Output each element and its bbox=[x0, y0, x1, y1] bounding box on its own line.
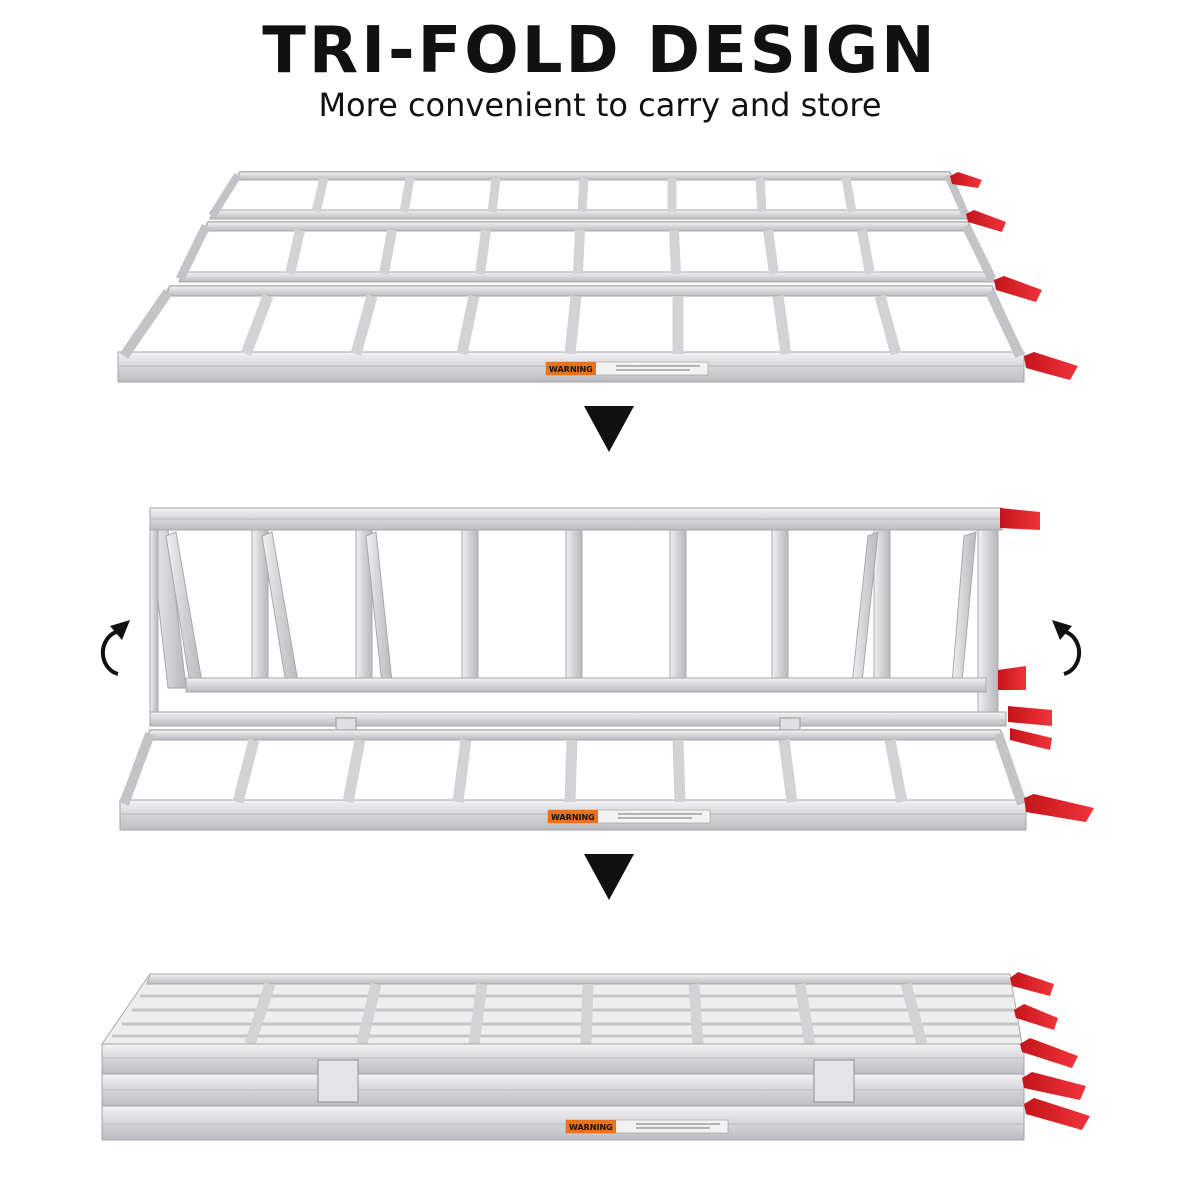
red-tab bbox=[1022, 1072, 1086, 1100]
red-tabs bbox=[950, 172, 1078, 380]
red-tab bbox=[998, 666, 1026, 690]
red-tab bbox=[1024, 794, 1094, 822]
warning-label: WARNING bbox=[565, 1119, 729, 1134]
warning-text: WARNING bbox=[551, 813, 595, 822]
page-subtitle: More convenient to carry and store bbox=[318, 86, 882, 124]
warning-label: WARNING bbox=[545, 361, 709, 376]
red-tab bbox=[1014, 1004, 1058, 1030]
rotate-counterclockwise-icon bbox=[100, 620, 130, 676]
red-tab bbox=[966, 210, 1006, 232]
red-tab bbox=[1010, 972, 1054, 996]
red-tab bbox=[994, 276, 1042, 302]
ramp-panel-1 bbox=[208, 171, 970, 220]
red-tab bbox=[1008, 706, 1052, 726]
warning-text: WARNING bbox=[549, 365, 593, 374]
rotate-clockwise-icon bbox=[1052, 620, 1082, 676]
red-tab bbox=[1024, 1098, 1090, 1130]
page-title: TRI-FOLD DESIGN bbox=[262, 14, 938, 88]
ramp-panel-3: WARNING bbox=[117, 285, 1026, 383]
warning-label: WARNING bbox=[547, 809, 711, 824]
red-tab bbox=[1010, 728, 1052, 750]
black-triangle-down-icon bbox=[584, 854, 634, 900]
ramp-unfolded: WARNING bbox=[117, 171, 1078, 383]
ramp-panel-2 bbox=[175, 221, 997, 283]
red-tab bbox=[1000, 508, 1040, 530]
red-tab bbox=[950, 172, 982, 188]
red-tab bbox=[1024, 352, 1078, 380]
ramp-half-folded: WARNING bbox=[118, 507, 1094, 831]
red-tabs bbox=[1010, 972, 1090, 1130]
warning-text: WARNING bbox=[569, 1123, 613, 1132]
black-triangle-down-icon bbox=[584, 406, 634, 452]
red-tab bbox=[1020, 1038, 1078, 1068]
red-tabs bbox=[998, 508, 1094, 822]
hinge bbox=[813, 1059, 855, 1103]
ramp-fully-folded: WARNING bbox=[101, 972, 1090, 1141]
hinge bbox=[317, 1059, 359, 1103]
